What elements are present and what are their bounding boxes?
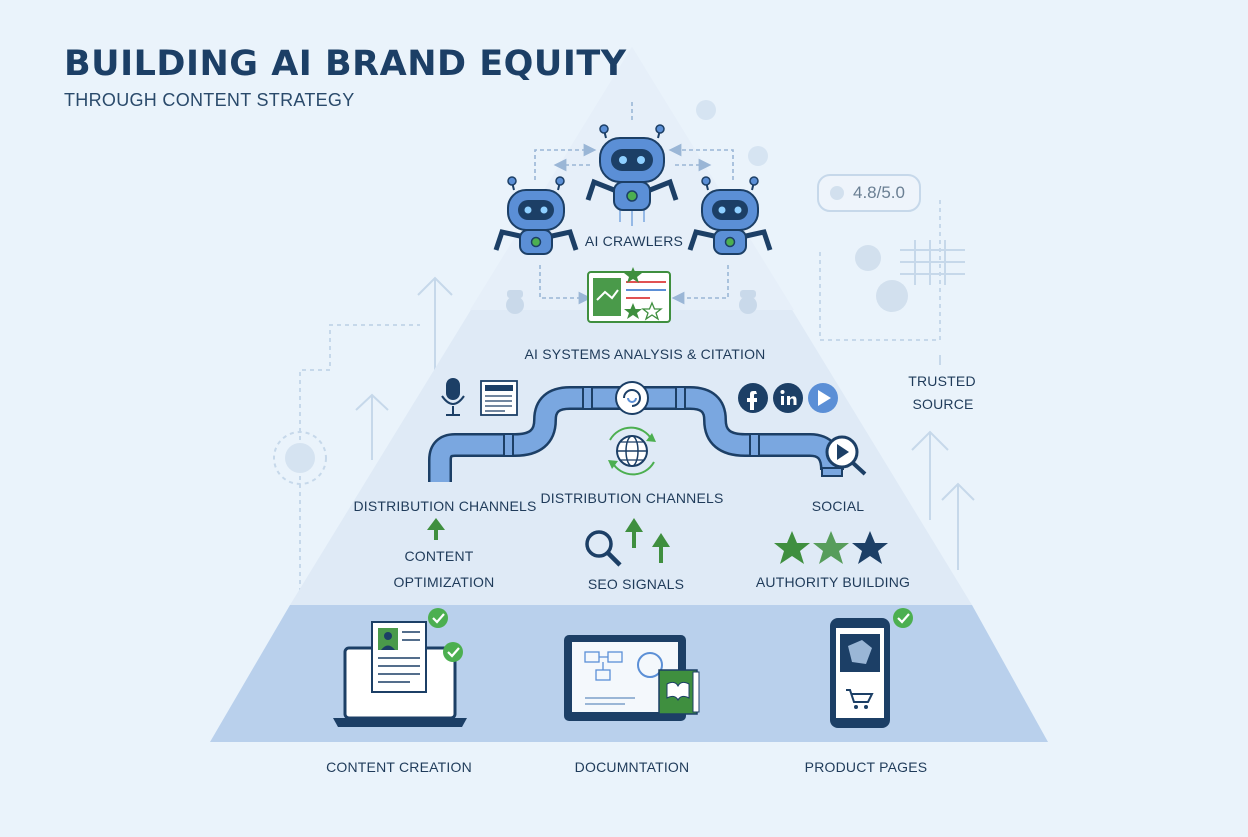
distribution-channels-center-label: DISTRIBUTION CHANNELS: [540, 490, 724, 506]
ai-crawlers-label: AI CRAWLERS: [584, 233, 684, 249]
background-decor-right: [696, 100, 975, 570]
trusted-source-label-line1: TRUSTED: [908, 373, 976, 389]
ai-analysis-citation-label: AI SYSTEMS ANALYSIS & CITATION: [524, 346, 766, 362]
distribution-pipeline: [428, 381, 844, 482]
authority-stars-icon: [774, 531, 888, 564]
background-decor-left: [273, 276, 453, 600]
seo-magnifier-icon: [585, 530, 622, 567]
content-optimization-label-line2: OPTIMIZATION: [393, 574, 495, 590]
crawler-flow-arrows: [534, 100, 734, 305]
robot-center-icon: [585, 124, 679, 211]
content-creation-label: CONTENT CREATION: [326, 759, 472, 775]
trusted-source-label-line2: SOURCE: [912, 396, 974, 412]
content-optimization-up-arrow-icon: [427, 518, 445, 540]
robot-left-icon: [493, 176, 579, 255]
globe-sync-icon: [608, 426, 656, 476]
laptop-icon: [333, 621, 467, 727]
book-icon: [658, 669, 700, 715]
rating-bubble-text: 4.8/5.0: [853, 183, 905, 202]
video-search-icon: [825, 435, 867, 476]
microphone-icon: [441, 378, 465, 416]
product-pages-label: PRODUCT PAGES: [804, 759, 928, 775]
smartphone-icon: [830, 618, 890, 728]
linkedin-icon: [773, 383, 803, 413]
social-label: SOCIAL: [811, 498, 865, 514]
distribution-channels-left-label: DISTRIBUTION CHANNELS: [353, 498, 537, 514]
page-title: BUILDING AI BRAND EQUITY: [64, 44, 627, 84]
newspaper-icon: [480, 380, 518, 416]
checkmark-badges: [428, 608, 913, 662]
robot-right-icon: [687, 176, 773, 255]
play-video-icon: [808, 383, 838, 413]
page-subtitle: THROUGH CONTENT STRATEGY: [64, 90, 355, 110]
seo-signals-label: SEO SIGNALS: [587, 576, 685, 592]
pyramid-upper: [290, 47, 972, 605]
authority-building-label: AUTHORITY BUILDING: [755, 574, 911, 590]
seo-up-arrows-icon: [625, 518, 670, 563]
facebook-icon: [738, 383, 768, 413]
content-optimization-label-line1: CONTENT: [404, 548, 474, 564]
documentation-label: DOCUMNTATION: [574, 759, 690, 775]
faint-robot-icons: [506, 290, 757, 314]
citation-document-icon: [587, 267, 671, 323]
